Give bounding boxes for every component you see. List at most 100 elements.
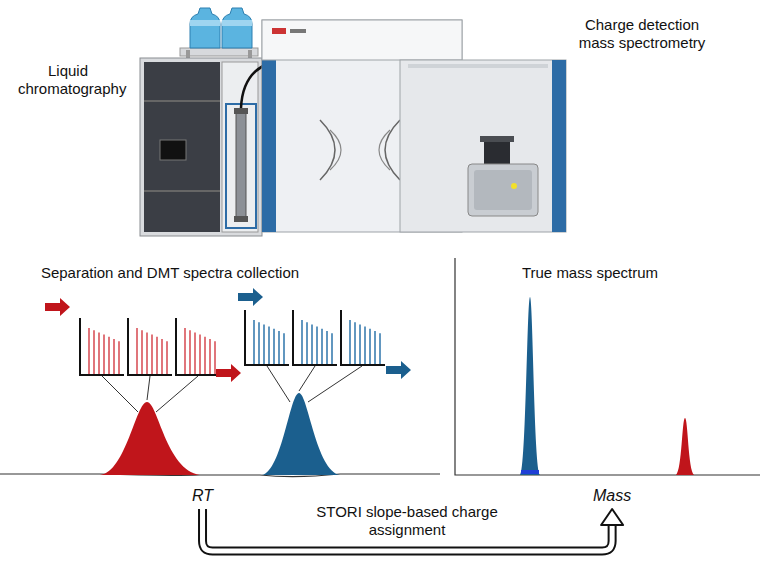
spectrum-axes [293, 310, 337, 365]
drawing-part [144, 62, 220, 232]
axis-label: Mass [593, 487, 631, 504]
charge-stick [141, 330, 143, 374]
drawing-part [102, 376, 138, 412]
lc-instrument [140, 8, 262, 236]
drawing-part [552, 60, 566, 232]
charge-stick [161, 339, 163, 374]
drawing-part [222, 62, 258, 232]
drawing-part [330, 130, 390, 170]
mass-axes [455, 258, 760, 475]
drawing-part [408, 64, 548, 68]
red-arrow [216, 364, 241, 382]
charge-stick [189, 330, 191, 374]
axis-label: RT [192, 487, 213, 504]
charge-stick [306, 322, 308, 364]
spectrum-axes [128, 318, 172, 375]
drawing-part [236, 110, 246, 220]
red-peak [100, 402, 200, 475]
charge-stick [331, 333, 333, 364]
drawing-part [262, 60, 276, 232]
drawing-part [320, 120, 400, 180]
blue-peak [262, 393, 340, 475]
drawing-part [272, 28, 286, 34]
charge-stick [258, 322, 260, 364]
charge-stick [354, 322, 356, 364]
spectrum-axes [176, 318, 220, 375]
drawing-part [468, 164, 538, 216]
charge-stick [113, 339, 115, 374]
arrow-head [601, 509, 623, 525]
drawing-part [484, 140, 510, 164]
charge-stick [349, 320, 351, 364]
drawing-part [147, 376, 150, 400]
drawing-part [262, 20, 462, 60]
spectrum-axes [341, 310, 385, 365]
charge-stick [103, 335, 105, 374]
drawing-part [299, 366, 315, 391]
drawing-part [234, 216, 248, 222]
charge-stick [88, 328, 90, 374]
charge-stick [204, 337, 206, 374]
caption-label: True mass spectrum [500, 264, 680, 282]
charge-stick [379, 333, 381, 364]
drawing-part [144, 100, 220, 102]
caption-label: Liquid chromatography [18, 62, 118, 98]
spectrum-axes [80, 318, 124, 375]
blue-peak-base [521, 470, 539, 474]
drawing-part [511, 183, 517, 189]
red-arrow [45, 298, 70, 316]
charge-stick [166, 341, 168, 374]
drawing-part [308, 366, 362, 402]
arrow-label: STORI slope-based charge assignment [294, 503, 520, 539]
drawing-part [290, 29, 306, 33]
charge-stick [326, 331, 328, 364]
charge-stick [359, 324, 361, 364]
dmt-spectra [80, 310, 385, 375]
charge-stick [93, 330, 95, 374]
charge-stick [156, 337, 158, 374]
blue-mass-peak [520, 297, 540, 475]
charge-stick [364, 327, 366, 364]
drawing-part [474, 170, 532, 210]
charge-stick [214, 341, 216, 374]
cdms-instrument [262, 20, 566, 232]
charge-stick [108, 337, 110, 374]
drawing-part [480, 136, 514, 142]
red-mass-peak [676, 418, 694, 475]
drawing-part [400, 60, 566, 232]
charge-stick [136, 328, 138, 374]
drawing-part [160, 140, 186, 160]
blue-arrow [238, 288, 263, 306]
charge-stick [283, 333, 285, 364]
drawing-part [234, 108, 248, 114]
axis-term: RT [189, 486, 216, 506]
charge-stick [184, 328, 186, 374]
charge-stick [263, 324, 265, 364]
charge-stick [194, 332, 196, 374]
charge-stick [268, 327, 270, 364]
charge-stick [209, 339, 211, 374]
drawing-part [144, 190, 220, 192]
drawing-part [222, 20, 252, 26]
charge-stick [118, 341, 120, 374]
charge-stick [98, 332, 100, 374]
charge-stick [374, 331, 376, 364]
charge-stick [151, 335, 153, 374]
charge-stick [253, 320, 255, 364]
axis-term: Mass [590, 486, 634, 506]
charge-stick [369, 329, 371, 364]
chromatogram-baseline [0, 474, 440, 477]
charge-stick [273, 329, 275, 364]
drawing-part [156, 376, 198, 412]
spectrum-axes [245, 310, 289, 365]
charge-stick [301, 320, 303, 364]
drawing-part [180, 48, 258, 56]
charge-stick [146, 332, 148, 374]
charge-stick [321, 329, 323, 364]
caption-label: Charge detection mass spectrometry [572, 16, 712, 52]
charge-stick [199, 335, 201, 374]
charge-stick [278, 331, 280, 364]
drawing-part [222, 8, 252, 48]
drawing-part [267, 366, 290, 402]
charge-stick [311, 324, 313, 364]
